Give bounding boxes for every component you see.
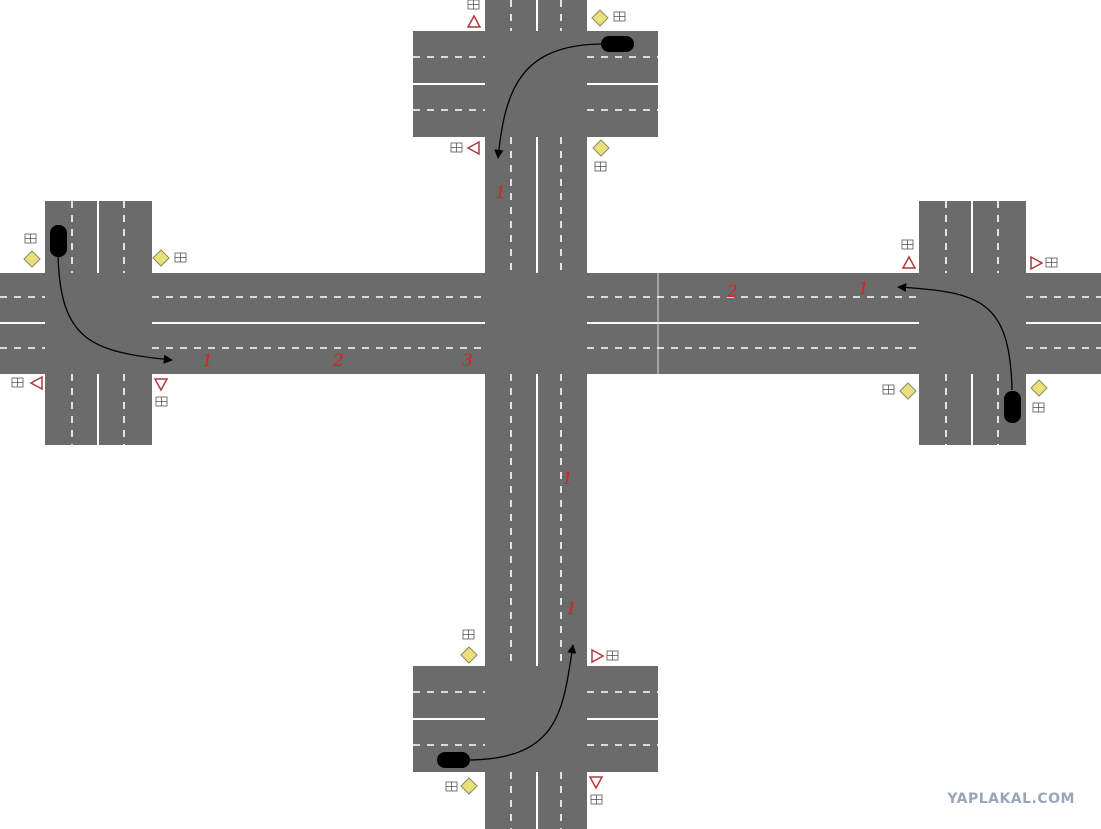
priority-road-sign-icon — [460, 646, 478, 664]
yield-sign-icon — [901, 255, 917, 269]
intersection-plate-icon — [467, 0, 480, 10]
priority-road-sign-icon — [592, 139, 610, 157]
traffic-signs — [11, 0, 1058, 805]
intersection-plate-icon — [613, 11, 626, 22]
intersection-plate-icon — [1032, 402, 1045, 413]
lane-number: 2 — [332, 351, 344, 371]
yield-sign-icon — [466, 14, 482, 28]
intersection-plate-icon — [594, 161, 607, 172]
lane-number: 2 — [726, 282, 738, 302]
intersection-plate-icon — [882, 384, 895, 395]
yield-sign-icon — [29, 375, 43, 391]
intersection-plate-icon — [450, 142, 463, 153]
priority-road-sign-icon — [460, 777, 478, 795]
vehicles — [50, 36, 1021, 768]
priority-road-sign-icon — [1030, 379, 1048, 397]
intersection-plate-icon — [24, 233, 37, 244]
yield-sign-icon — [1030, 255, 1044, 271]
car-left — [50, 225, 67, 257]
intersection-plate-icon — [901, 239, 914, 250]
intersection-plate-icon — [155, 396, 168, 407]
priority-road-sign-icon — [899, 382, 917, 400]
car-right — [1004, 391, 1021, 423]
path-right — [897, 282, 1013, 391]
lane-number: 3 — [462, 351, 473, 371]
watermark: YAPLAKAL.COM — [947, 791, 1075, 807]
intersection-plate-icon — [445, 781, 458, 792]
path-bottom — [465, 644, 577, 761]
intersection-plate-icon — [590, 794, 603, 805]
lane-number: 1 — [202, 351, 213, 371]
intersection-plate-icon — [11, 377, 24, 388]
yield-sign-icon — [466, 140, 480, 156]
lane-number: 1 — [566, 599, 577, 619]
car-top — [601, 36, 634, 52]
intersection-plate-icon — [462, 629, 475, 640]
lane-number: 1 — [495, 183, 506, 203]
priority-road-sign-icon — [152, 249, 170, 267]
lane-number: 1 — [562, 469, 573, 489]
vehicle-paths — [57, 43, 1013, 761]
yield-sign-icon — [591, 648, 605, 664]
path-top — [494, 43, 605, 159]
intersection-plate-icon — [1045, 257, 1058, 268]
intersection-plate-icon — [174, 252, 187, 263]
intersection-plate-icon — [606, 650, 619, 661]
priority-road-sign-icon — [23, 250, 41, 268]
yield-sign-icon — [153, 378, 169, 392]
path-left — [57, 253, 173, 364]
priority-road-sign-icon — [591, 9, 609, 27]
lane-numbers: 1 1 2 1 1 2 3 1 — [202, 183, 869, 619]
car-bottom — [437, 752, 470, 768]
lane-number: 1 — [858, 279, 869, 299]
yield-sign-icon — [588, 776, 604, 790]
